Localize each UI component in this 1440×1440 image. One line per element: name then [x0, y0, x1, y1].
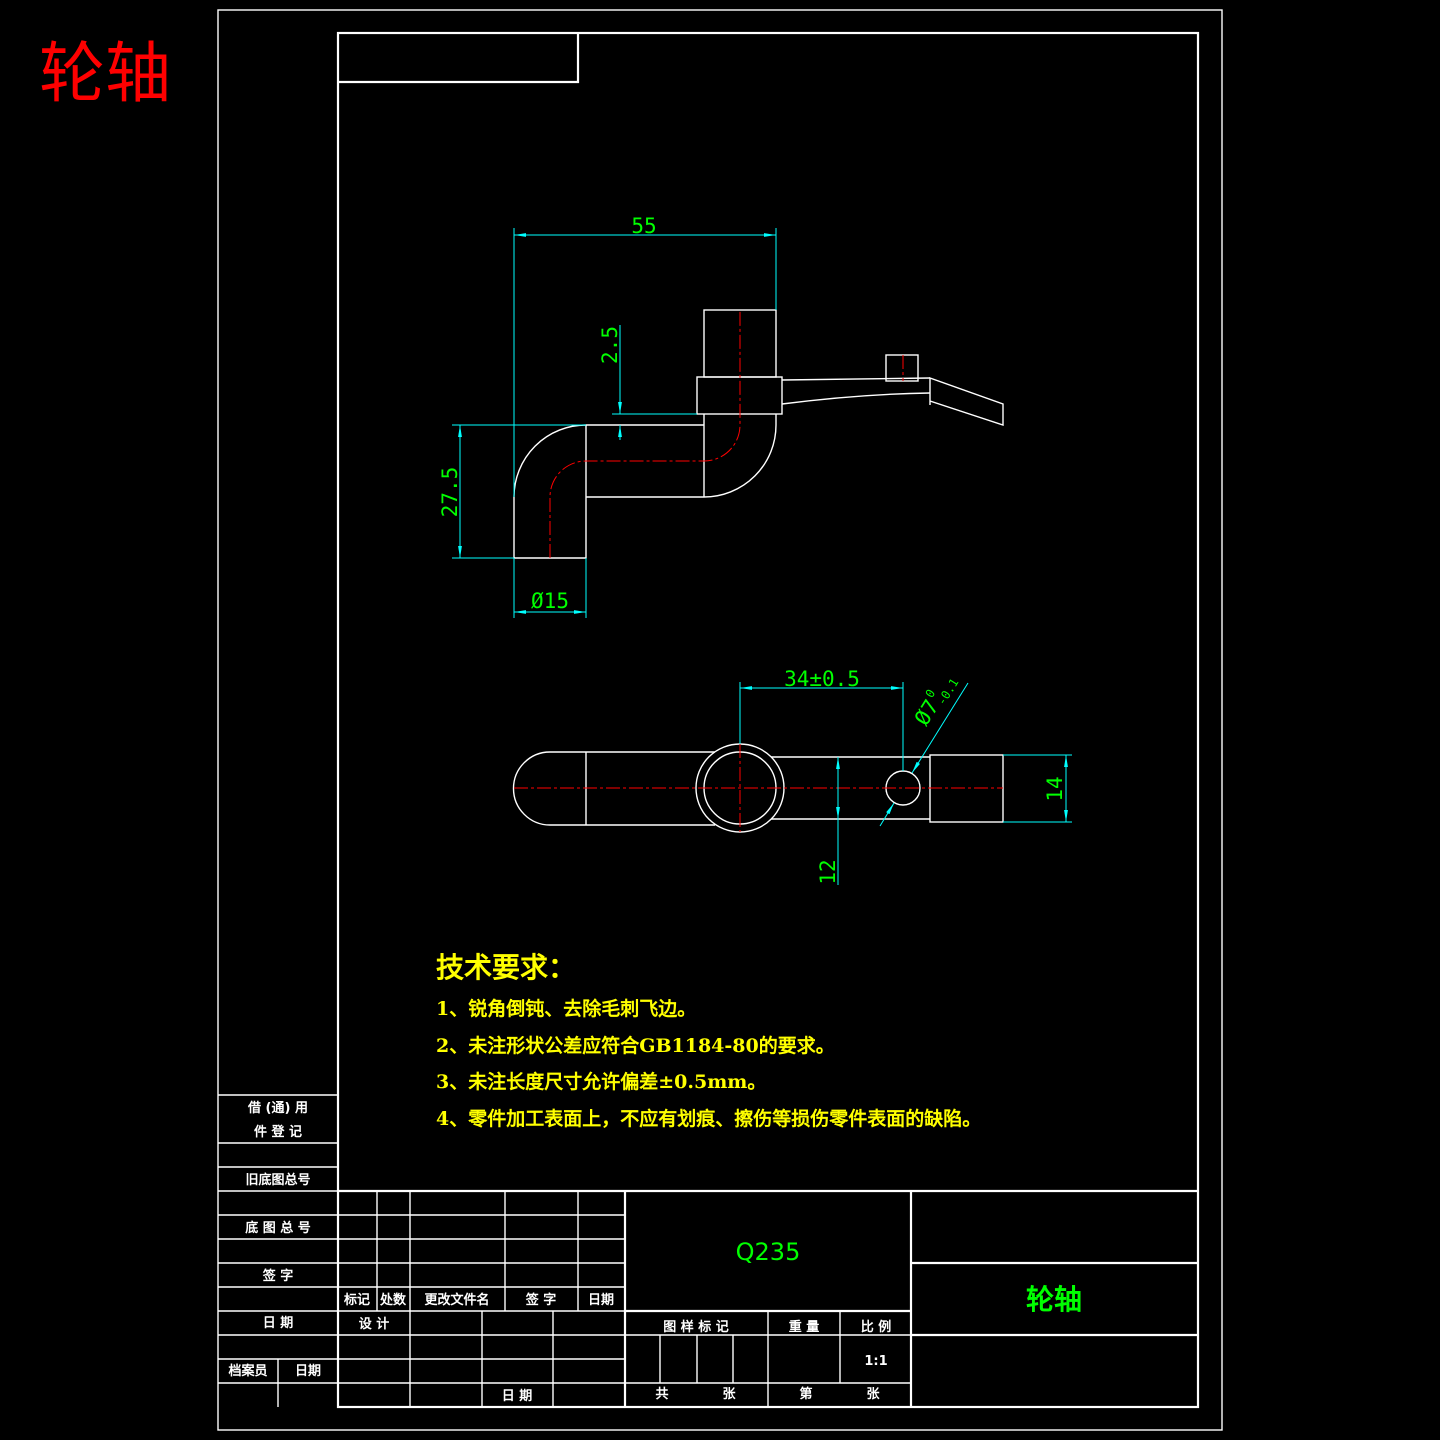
- rev-header-mark: 标记: [343, 1292, 370, 1308]
- scale-value: 1:1: [864, 1354, 887, 1369]
- tech-req-item: 2、未注形状公差应符合GB1184-80的要求。: [436, 1034, 835, 1057]
- borrow-register-line2: 件 登 记: [254, 1124, 302, 1140]
- info-grid: [625, 1311, 911, 1407]
- technical-requirements: 技术要求： 1、锐角倒钝、去除毛刺飞边。 2、未注形状公差应符合GB1184-8…: [436, 951, 981, 1130]
- rev-header-signature: 签 字: [525, 1292, 557, 1308]
- dim-2-5-text: 2.5: [598, 326, 622, 364]
- revision-grid: [338, 1191, 625, 1407]
- title-date-label: 日 期: [502, 1389, 533, 1404]
- sample-mark-label: 图 样 标 记: [663, 1319, 729, 1335]
- dim-34-extension-lines: [739, 682, 904, 771]
- sheet-number-suffix: 张: [866, 1387, 880, 1402]
- weight-label: 重 量: [789, 1319, 820, 1335]
- dim-55-text: 55: [631, 214, 656, 238]
- bent-shaft-outline: [513, 414, 777, 559]
- lever-peg: [885, 354, 919, 382]
- dim-14-text: 14: [1043, 776, 1067, 801]
- part-name: 轮轴: [1026, 1283, 1082, 1316]
- tech-req-item: 4、零件加工表面上，不应有划痕、擦伤等损伤零件表面的缺陷。: [436, 1107, 981, 1130]
- plan-view: 34±0.5 Ø7 0 -0.1 14 12: [512, 667, 1072, 885]
- sheet-number-prefix: 第: [799, 1386, 812, 1402]
- sheets-total-suffix: 张: [722, 1387, 736, 1402]
- tech-req-item: 1、锐角倒钝、去除毛刺飞边。: [436, 997, 696, 1020]
- dim-dia15-text: Ø15: [531, 589, 569, 613]
- rev-header-date: 日期: [588, 1293, 614, 1308]
- sheets-total-prefix: 共: [655, 1386, 668, 1402]
- inner-frame: [336, 31, 1200, 1409]
- borrow-register-line1: 借 (通) 用: [247, 1100, 308, 1116]
- dim-2-5-extension-lines: [452, 413, 697, 426]
- dim-dia7-leader-lower: [879, 802, 895, 827]
- corner-code-box: [338, 33, 580, 84]
- outer-frame: [217, 9, 1223, 1431]
- dim-dia7-leader-upper: [911, 682, 969, 774]
- rev-header-document: 更改文件名: [424, 1292, 489, 1308]
- dim-dia15-extension-lines: [513, 558, 587, 618]
- dim-27-5-text: 27.5: [438, 467, 462, 518]
- left-date-label: 日 期: [263, 1316, 294, 1331]
- title-block: 标记 处数 更改文件名 签 字 日期 设 计 日 期 Q235 图 样 标 记 …: [338, 1189, 1198, 1407]
- shaft-centerline: [549, 310, 741, 558]
- design-label: 设 计: [359, 1316, 390, 1332]
- archivist-label: 档案员: [228, 1363, 267, 1379]
- title-block-thick-lines: [338, 1189, 1198, 1407]
- archivist-date-label: 日期: [295, 1364, 321, 1379]
- tech-req-heading: 技术要求：: [436, 951, 576, 984]
- dim-55-extension-lines: [513, 228, 777, 497]
- base-drawing-number: 底 图 总 号: [245, 1220, 311, 1236]
- left-table-grid: [218, 1094, 338, 1407]
- rev-header-count: 处数: [379, 1292, 407, 1308]
- scale-label: 比 例: [861, 1319, 892, 1335]
- tech-req-item: 3、未注长度尺寸允许偏差±0.5mm。: [436, 1070, 766, 1093]
- page-title: 轮轴: [39, 35, 171, 112]
- dim-dia7-label: Ø7 0 -0.1: [910, 676, 962, 730]
- dim-14-extension-lines: [1003, 754, 1072, 823]
- material-text: Q235: [736, 1238, 801, 1266]
- left-signature-label: 签 字: [262, 1268, 294, 1284]
- old-base-drawing-number: 旧底图总号: [245, 1172, 310, 1188]
- front-view: 55 2.5 27.5 Ø15: [438, 214, 1004, 618]
- dim-dia7-lower-tolerance: -0.1: [934, 676, 961, 708]
- dim-34-text: 34±0.5: [784, 667, 860, 691]
- lever-arm: [781, 377, 931, 405]
- left-registration-table: 借 (通) 用 件 登 记 旧底图总号 底 图 总 号 签 字 日 期 档案员 …: [218, 1094, 338, 1407]
- lever-end-tab: [929, 377, 1004, 426]
- dim-12-text: 12: [816, 859, 840, 884]
